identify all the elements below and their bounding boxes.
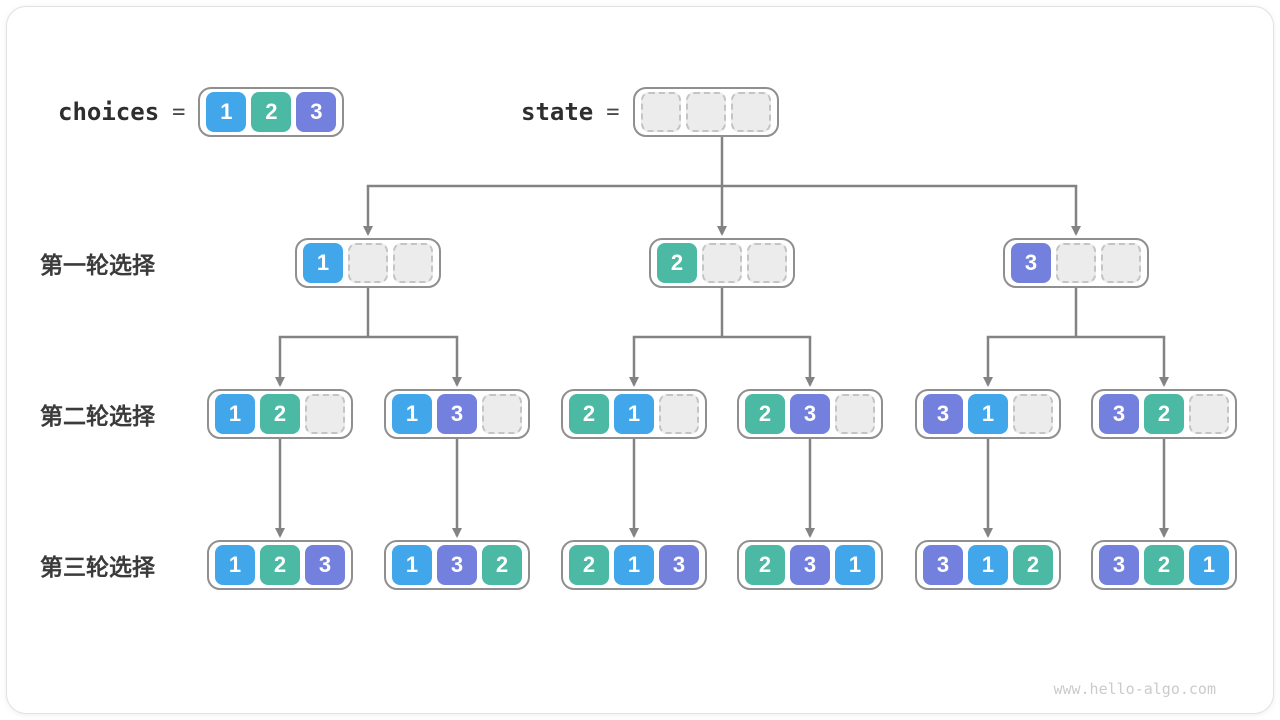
watermark: www.hello-algo.com (1053, 680, 1216, 698)
array-cell-empty (1101, 243, 1141, 283)
array-cell-3: 3 (659, 545, 699, 585)
array-cell-2: 2 (657, 243, 697, 283)
array-cell-1: 1 (303, 243, 343, 283)
array-cell-1: 1 (392, 394, 432, 434)
array-cell-3: 3 (437, 545, 477, 585)
array-cell-1: 1 (392, 545, 432, 585)
array-cell-1: 1 (1189, 545, 1229, 585)
array-cell-3: 3 (790, 545, 830, 585)
array-cell-3: 3 (790, 394, 830, 434)
array-cell-empty (702, 243, 742, 283)
array-cell-1: 1 (614, 394, 654, 434)
array-cell-3: 3 (305, 545, 345, 585)
array-cell-empty (1013, 394, 1053, 434)
array-cell-2: 2 (745, 545, 785, 585)
state-node-r1-2: 2 (649, 238, 795, 288)
array-cell-empty (482, 394, 522, 434)
array-cell-empty (659, 394, 699, 434)
array-cell-1: 1 (835, 545, 875, 585)
array-cell-1: 1 (206, 92, 247, 132)
array-cell-1: 1 (215, 394, 255, 434)
array-cell-2: 2 (260, 545, 300, 585)
state-group: state = (521, 87, 779, 137)
row-label-round-2: 第二轮选择 (40, 403, 155, 429)
array-cell-3: 3 (923, 545, 963, 585)
choices-label: choices (58, 98, 160, 126)
array-cell-empty (685, 92, 726, 132)
array-cell-empty (393, 243, 433, 283)
array-cell-3: 3 (296, 92, 337, 132)
state-label: state (521, 98, 594, 126)
array-cell-2: 2 (1144, 545, 1184, 585)
array-cell-2: 2 (745, 394, 785, 434)
array-cell-3: 3 (1099, 545, 1139, 585)
array-cell-3: 3 (437, 394, 477, 434)
state-node-r1-1: 1 (295, 238, 441, 288)
equals-sign: = (606, 99, 620, 125)
equals-sign: = (172, 99, 186, 125)
array-cell-2: 2 (1013, 545, 1053, 585)
state-node-r1-3: 3 (1003, 238, 1149, 288)
array-cell-empty (835, 394, 875, 434)
array-cell-3: 3 (1011, 243, 1051, 283)
array-cell-2: 2 (251, 92, 292, 132)
array-cell-1: 1 (614, 545, 654, 585)
array-cell-empty (1189, 394, 1229, 434)
state-array-root (632, 87, 779, 137)
array-cell-empty (1056, 243, 1096, 283)
array-cell-2: 2 (569, 394, 609, 434)
row-label-round-1: 第一轮选择 (40, 252, 155, 278)
array-cell-1: 1 (968, 394, 1008, 434)
array-cell-3: 3 (923, 394, 963, 434)
array-cell-1: 1 (215, 545, 255, 585)
array-cell-empty (640, 92, 681, 132)
array-cell-2: 2 (482, 545, 522, 585)
row-label-round-3: 第三轮选择 (40, 554, 155, 580)
array-cell-empty (730, 92, 771, 132)
array-cell-empty (747, 243, 787, 283)
array-cell-1: 1 (968, 545, 1008, 585)
array-cell-2: 2 (569, 545, 609, 585)
array-cell-empty (348, 243, 388, 283)
array-cell-2: 2 (260, 394, 300, 434)
array-cell-2: 2 (1144, 394, 1184, 434)
array-cell-3: 3 (1099, 394, 1139, 434)
array-cell-empty (305, 394, 345, 434)
